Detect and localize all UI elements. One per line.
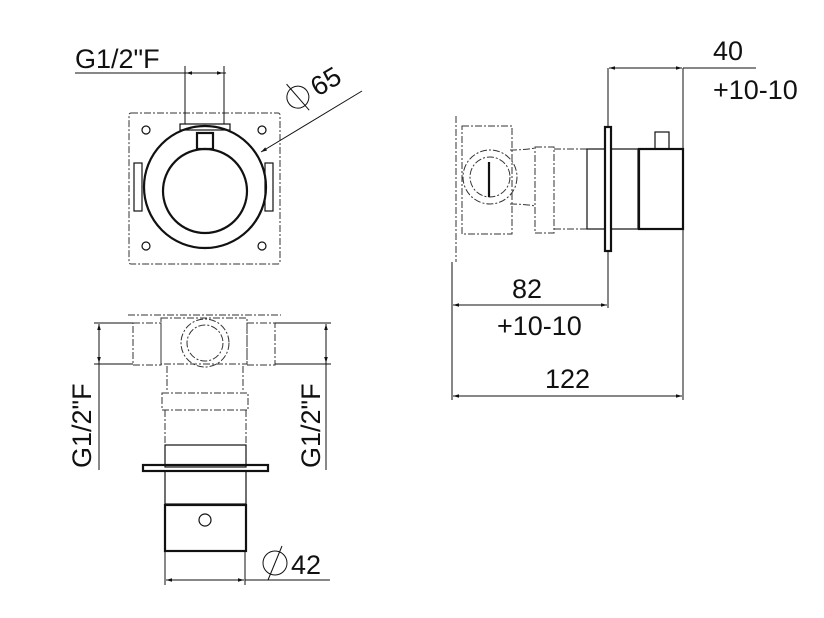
trim-plate-circle	[142, 124, 268, 250]
front-diameter-label: 65	[305, 61, 346, 102]
handle-circle	[161, 147, 249, 235]
handle-front-section	[164, 470, 247, 505]
top-port	[179, 123, 231, 131]
depth-label: 40	[713, 36, 743, 66]
mounting-plate-outline	[128, 112, 281, 265]
cover-body	[164, 444, 247, 468]
wall-depth-tolerance: +10-10	[497, 311, 582, 341]
cartridge-circle-outer	[180, 318, 230, 368]
side-view: 40 +10-10 82 +10-10 122	[451, 36, 798, 400]
inlet-left	[132, 322, 162, 366]
mounting-hole	[257, 241, 267, 251]
mounting-hole	[141, 241, 151, 251]
diameter-symbol-icon	[262, 550, 288, 576]
wall-depth-label: 82	[512, 274, 542, 304]
top-view: G1/2"F G1/2"F 42	[67, 314, 331, 585]
diameter-symbol-icon	[286, 85, 310, 109]
trim-plate	[603, 125, 613, 253]
left-thread-label: G1/2"F	[67, 383, 97, 468]
mounting-hole	[257, 125, 267, 135]
right-thread-label: G1/2"F	[296, 383, 326, 468]
extension-sleeve	[534, 146, 555, 234]
lever-pin	[198, 513, 212, 527]
cover-body	[586, 148, 606, 230]
valve-body-outline	[461, 125, 513, 235]
top-diameter-group: 42	[262, 545, 321, 581]
handle-rear-section	[637, 147, 685, 231]
mounting-hole	[141, 125, 151, 135]
cartridge-circle-inner	[186, 324, 224, 362]
depth-tolerance: +10-10	[713, 75, 798, 105]
front-view: G1/2"F 65	[75, 44, 363, 265]
front-thread-label: G1/2"F	[75, 44, 160, 74]
inlet-right	[246, 322, 276, 366]
handle-lever	[654, 131, 670, 150]
top-diameter-label: 42	[291, 550, 321, 580]
side-lug-left	[133, 162, 143, 212]
handle-front-section	[610, 148, 639, 230]
trim-plate	[141, 463, 270, 473]
total-depth-label: 122	[545, 364, 590, 394]
front-diameter-group: 65	[286, 61, 346, 111]
inlet-circle-outer	[462, 149, 518, 205]
extension-sleeve	[161, 392, 249, 411]
valve-body	[160, 317, 248, 365]
body-curves	[509, 147, 536, 207]
handle-lever	[195, 131, 215, 151]
handle-rear-section	[163, 503, 248, 553]
body-neck	[166, 366, 244, 392]
